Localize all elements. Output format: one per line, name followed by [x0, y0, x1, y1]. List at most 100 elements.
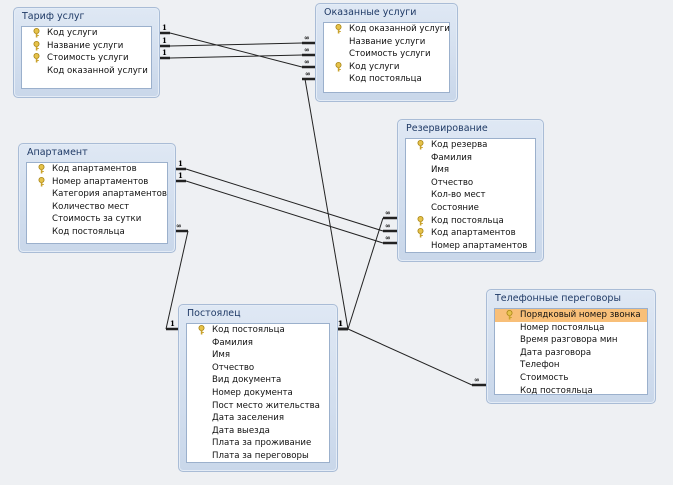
primary-key-icon [416, 228, 425, 238]
field-row[interactable]: Номер постояльца [495, 322, 647, 335]
primary-key-icon [197, 325, 206, 335]
cardinality-many-label: ∞ [176, 221, 182, 230]
field-row[interactable]: Код апартаментов [406, 227, 535, 240]
field-row[interactable]: Стоимость услуги [324, 48, 449, 61]
field-row[interactable]: Имя [187, 349, 329, 362]
cardinality-many-label: ∞ [385, 208, 391, 217]
field-name: Вид документа [212, 375, 282, 386]
table-telefonnye-peregovory[interactable]: Телефонные переговоры Порядковый номер з… [486, 289, 656, 404]
field-row[interactable]: Код резерва [406, 139, 535, 152]
field-row[interactable]: Категория апартаментов [27, 188, 167, 201]
primary-key-icon [32, 40, 41, 51]
primary-key-icon [334, 61, 343, 72]
cardinality-many-label: ∞ [385, 233, 391, 242]
table-title[interactable]: Оказанные услуги [324, 7, 417, 18]
field-name: Количество мест [52, 201, 130, 212]
field-row[interactable]: Код постояльца [27, 226, 167, 239]
table-title[interactable]: Постоялец [187, 308, 241, 319]
field-row[interactable]: Код услуги [324, 61, 449, 74]
table-title[interactable]: Резервирование [406, 123, 488, 134]
field-row[interactable]: Плата за переговоры [187, 450, 329, 463]
relationship-line[interactable] [165, 230, 189, 330]
field-name: Категория апартаментов [52, 189, 167, 200]
field-name: Код постояльца [212, 325, 285, 335]
relationship-line[interactable] [169, 42, 303, 47]
field-row[interactable]: Стоимость [495, 372, 647, 385]
field-row[interactable]: Время разговора мин [495, 334, 647, 347]
relationship-line[interactable] [185, 168, 384, 232]
field-row[interactable]: Вид документа [187, 374, 329, 387]
field-row[interactable]: Стоимость за сутки [27, 213, 167, 226]
relationship-line[interactable] [169, 32, 303, 68]
field-row[interactable]: Отчество [187, 362, 329, 375]
field-row[interactable]: Отчество [406, 177, 535, 190]
field-name: Кол-во мест [431, 190, 486, 201]
field-row[interactable]: Количество мест [27, 201, 167, 214]
field-row[interactable]: Телефон [495, 359, 647, 372]
primary-key-icon [37, 176, 46, 187]
field-row[interactable]: Код услуги [22, 27, 151, 40]
relationship-line[interactable] [347, 328, 473, 386]
field-name: Название услуги [349, 36, 426, 47]
field-row[interactable]: Кол-во мест [406, 189, 535, 202]
primary-key-icon [416, 140, 425, 150]
field-row[interactable]: Код постояльца [324, 73, 449, 86]
field-row[interactable]: Стоимость услуги [22, 52, 151, 65]
field-row[interactable]: Код постояльца [495, 385, 647, 398]
field-row[interactable]: Код оказанной услуги [324, 23, 450, 36]
relationship-line[interactable] [304, 78, 349, 330]
cardinality-many-label: ∞ [474, 375, 480, 384]
field-row[interactable]: Состояние [406, 202, 535, 215]
relationship-line[interactable] [185, 180, 384, 244]
relationship-line[interactable] [169, 54, 303, 59]
cardinality-one-label: 1 [162, 48, 167, 57]
field-row[interactable]: Номер документа [187, 387, 329, 400]
table-title[interactable]: Телефонные переговоры [495, 293, 621, 304]
field-row[interactable]: Название услуги [324, 36, 449, 49]
field-name: Код постояльца [520, 385, 593, 396]
field-row[interactable]: Плата за проживание [187, 437, 329, 450]
table-title[interactable]: Тариф услуг [22, 11, 85, 22]
field-name: Код резерва [431, 140, 488, 150]
field-name: Код постояльца [431, 215, 504, 226]
field-name: Номер апартаментов [52, 176, 149, 187]
field-row[interactable]: Номер апартаментов [406, 240, 535, 253]
field-name: Дата разговора [520, 347, 592, 358]
field-row[interactable]: Дата заселения [187, 412, 329, 425]
field-row[interactable]: Дата выезда [187, 425, 329, 438]
field-row[interactable]: Код постояльца [187, 324, 329, 337]
relationship-line[interactable] [347, 217, 384, 330]
primary-key-icon [334, 24, 343, 34]
cardinality-many-label: ∞ [304, 33, 310, 42]
cardinality-many-label: ∞ [305, 69, 311, 78]
field-row[interactable]: Пост место жительства [187, 400, 329, 413]
field-row[interactable]: Фамилия [406, 152, 535, 165]
cardinality-one-label: 1 [170, 319, 175, 328]
field-name: Код оказанной услуги [47, 65, 148, 76]
field-row[interactable]: Имя [406, 164, 535, 177]
field-row[interactable]: Название услуги [22, 40, 151, 53]
field-name: Стоимость [520, 372, 569, 383]
table-title[interactable]: Апартамент [27, 147, 88, 158]
field-row[interactable]: Код оказанной услуги [22, 65, 151, 78]
field-row[interactable]: Номер апартаментов [27, 176, 167, 189]
field-row[interactable]: Фамилия [187, 337, 329, 350]
field-name: Код услуги [349, 61, 400, 72]
field-row[interactable]: Код апартаментов [27, 163, 167, 176]
cardinality-one-label: 1 [162, 36, 167, 45]
field-row[interactable]: Код постояльца [406, 215, 535, 228]
field-row-selected[interactable]: Порядковый номер звонка [495, 309, 647, 322]
field-row[interactable]: Дата разговора [495, 347, 647, 360]
field-name: Состояние [431, 202, 479, 213]
field-name: Код постояльца [52, 226, 125, 237]
cardinality-one-label: 1 [162, 23, 167, 32]
